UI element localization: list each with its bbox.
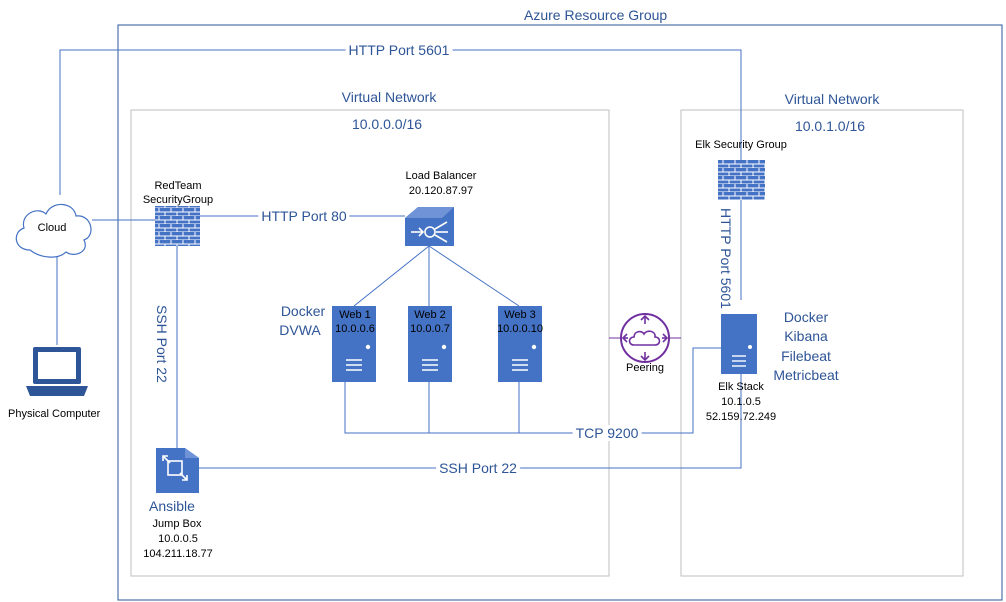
ansible-label: Ansible (149, 498, 195, 514)
web3-ip: 10.0.0.10 (497, 323, 543, 335)
load-balancer-ip: 20.120.87.97 (408, 185, 474, 197)
elk-server-icon (721, 314, 757, 374)
vnet-right-cidr: 10.0.1.0/16 (794, 118, 866, 134)
elk-service-kibana: Kibana (784, 328, 828, 344)
web1-server-icon (332, 306, 376, 382)
peering-icon (620, 313, 670, 363)
cloud-icon (15, 203, 92, 258)
lb-web1-line (353, 245, 430, 307)
resource-group-box (117, 24, 1003, 601)
ssh-22-vertical-label: SSH Port 22 (154, 303, 170, 385)
redteam-sg-line1: RedTeam (154, 180, 202, 192)
lb-web3-line (428, 245, 520, 307)
redteam-firewall-icon (155, 206, 200, 246)
tcp-9200-label: TCP 9200 (572, 425, 642, 442)
physical-computer-label: Physical Computer (8, 408, 101, 420)
vnet-left-title: Virtual Network (341, 89, 437, 105)
elk-sg-label: Elk Security Group (695, 139, 787, 151)
jump-box-private-ip: 10.0.0.5 (158, 533, 198, 545)
vnet-left-box (130, 109, 610, 577)
web1-name: Web 1 (339, 309, 371, 321)
docker-dvwa-line1: Docker (280, 303, 326, 319)
cloud-label: Cloud (37, 222, 67, 234)
web1-ip: 10.0.0.6 (335, 323, 375, 335)
load-balancer-icon (405, 207, 454, 246)
ssh-22-bottom-label: SSH Port 22 (436, 460, 520, 477)
elk-service-filebeat: Filebeat (781, 348, 831, 364)
vnet-right-title: Virtual Network (784, 91, 880, 107)
tcp-9200-line (344, 347, 721, 434)
elk-service-metricbeat: Metricbeat (773, 367, 839, 383)
web3-server-icon (498, 306, 542, 382)
elk-firewall-icon (718, 160, 765, 200)
load-balancer-name: Load Balancer (405, 170, 477, 182)
elk-stack-private-ip: 10.1.0.5 (721, 396, 761, 408)
http-5601-line (59, 49, 742, 300)
web2-server-icon (408, 306, 452, 382)
redteam-sg-line2: SecurityGroup (142, 194, 214, 206)
http-5601-top-label: HTTP Port 5601 (345, 42, 453, 59)
jump-box-icon (156, 448, 199, 493)
docker-dvwa-line2: DVWA (279, 322, 321, 338)
jump-box-name: Jump Box (152, 518, 202, 530)
peering-label: Peering (626, 362, 664, 374)
connector-lines (56, 49, 742, 469)
web3-name: Web 3 (504, 309, 536, 321)
vnet-right-box (680, 109, 964, 577)
jump-box-public-ip: 104.211.18.77 (143, 548, 213, 560)
vnet-left-cidr: 10.0.0.0/16 (351, 116, 423, 132)
laptop-icon (26, 347, 88, 396)
elk-service-docker: Docker (783, 309, 829, 325)
elk-stack-name: Elk Stack (718, 381, 764, 393)
elk-stack-public-ip: 52.159.72.249 (705, 411, 777, 423)
http-5601-vertical-label: HTTP Port 5601 (718, 206, 734, 311)
resource-group-label: Azure Resource Group (524, 7, 668, 23)
web2-ip: 10.0.0.7 (410, 323, 450, 335)
http-80-label: HTTP Port 80 (258, 208, 350, 225)
web2-name: Web 2 (414, 309, 446, 321)
ssh-22-bottom-line (199, 374, 742, 469)
